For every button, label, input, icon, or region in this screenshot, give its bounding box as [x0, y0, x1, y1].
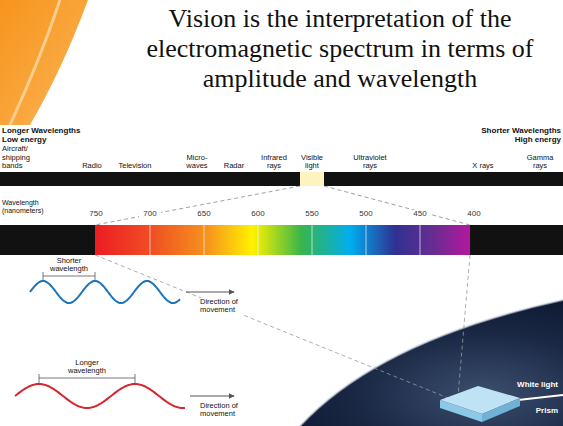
band-label: Ultraviolet rays [347, 154, 393, 171]
wavelength-bracket [39, 374, 135, 384]
scale-end-label: High energy [441, 136, 561, 145]
wavelength-number: 750 [85, 210, 107, 219]
prism [440, 386, 520, 422]
prism-label: Prism [518, 407, 558, 416]
direction-arrow [190, 396, 234, 397]
wave-label: Longer wavelength [62, 359, 112, 376]
band-label: Micro- waves [183, 154, 211, 171]
band-label: Visible light [296, 154, 328, 171]
zoom-line [95, 186, 300, 225]
band-label: Infrared rays [256, 154, 292, 171]
visible-band [300, 172, 324, 186]
band-label: Aircraft/ shipping bands [2, 145, 40, 170]
zoom-line [324, 186, 470, 225]
wave-label: Shorter wavelength [47, 257, 91, 274]
direction-label: Direction of movement [200, 298, 250, 315]
spectrum-bar [0, 172, 563, 186]
light-line [95, 255, 448, 398]
dark-region [300, 300, 563, 426]
spectrum-band [0, 225, 563, 255]
light-line [458, 255, 470, 396]
prism-label: White light [498, 381, 558, 390]
wavelength-number: 450 [409, 210, 431, 219]
wavelength-number: 700 [139, 210, 161, 219]
wavelength-number: 400 [463, 210, 485, 219]
band-label: Radar [220, 162, 248, 170]
band-label: Gamma rays [522, 154, 558, 171]
scale-lines [150, 225, 420, 255]
wave [15, 384, 185, 408]
wavelength-number: 600 [247, 210, 269, 219]
band-label: X rays [467, 162, 499, 170]
band-label: Radio [72, 162, 112, 170]
wave [30, 281, 180, 303]
wavelength-number: 550 [301, 210, 323, 219]
region-edge [300, 300, 563, 426]
slide-decoration [0, 0, 88, 125]
direction-arrow [186, 292, 234, 293]
scale-end-label: Shorter Wavelengths [441, 127, 561, 136]
slide-title: Vision is the interpretation of the elec… [126, 4, 554, 94]
scale-end-label: Longer Wavelengths [2, 127, 122, 136]
scale-end-label: Low energy [2, 136, 122, 145]
axis-title: Wavelength (nanometers) [2, 199, 52, 214]
wavelength-bracket [43, 272, 95, 281]
band-label: Television [113, 162, 157, 170]
white-light-ray [518, 395, 563, 400]
visible-spectrum [95, 225, 470, 255]
chart-ground [0, 125, 563, 426]
slide-decoration [10, 0, 60, 125]
wavelength-number: 500 [355, 210, 377, 219]
direction-label: Direction of movement [200, 402, 250, 419]
wavelength-number: 650 [193, 210, 215, 219]
